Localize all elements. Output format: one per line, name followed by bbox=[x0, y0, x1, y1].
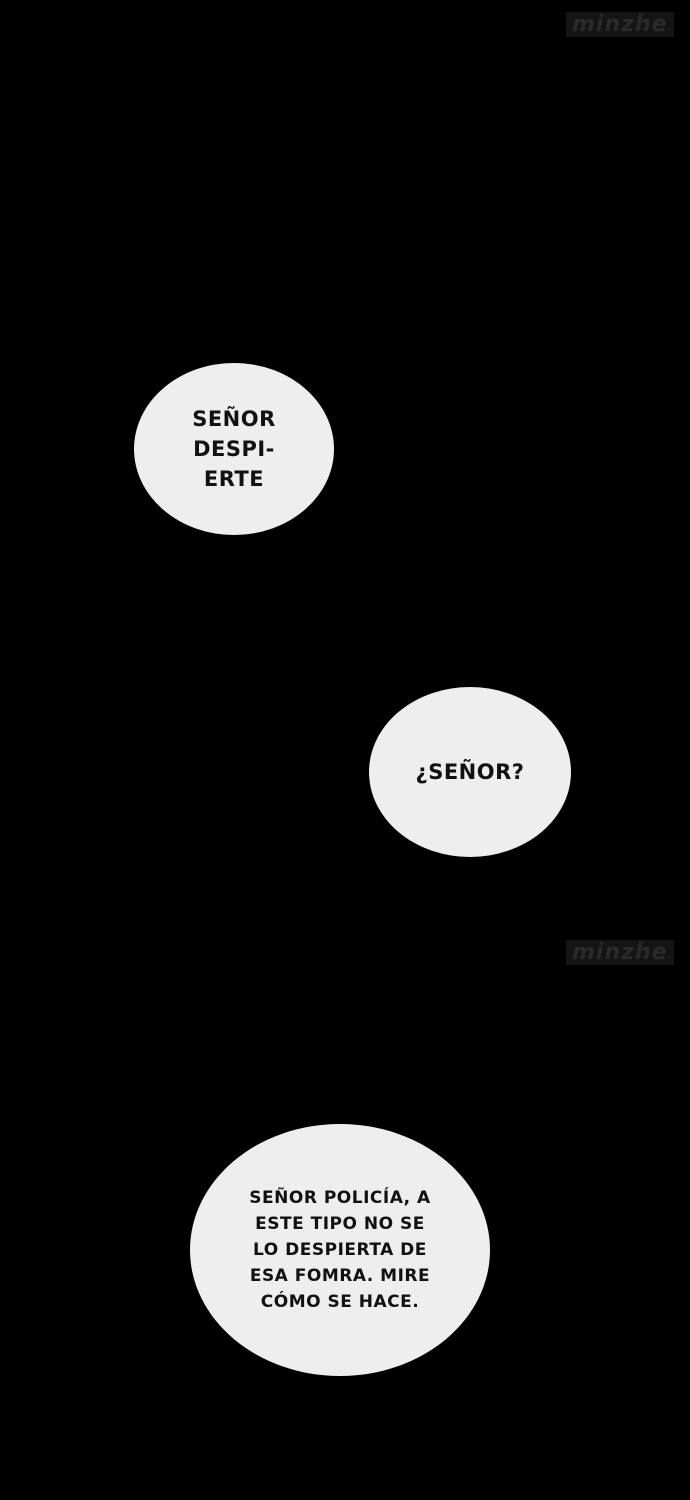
bubble-text: SEÑOR POLICÍA, A ESTE TIPO NO SE LO DESP… bbox=[249, 1188, 431, 1312]
bubble-text: ¿SEÑOR? bbox=[415, 760, 525, 784]
watermark-logo: minzhe bbox=[566, 940, 674, 965]
bubble-text: SEÑOR DESPI- ERTE bbox=[192, 407, 276, 491]
speech-bubble: ¿SEÑOR? bbox=[369, 687, 571, 857]
speech-bubble: SEÑOR POLICÍA, A ESTE TIPO NO SE LO DESP… bbox=[190, 1124, 490, 1376]
watermark-logo: minzhe bbox=[566, 12, 674, 37]
speech-bubble: SEÑOR DESPI- ERTE bbox=[134, 363, 334, 535]
